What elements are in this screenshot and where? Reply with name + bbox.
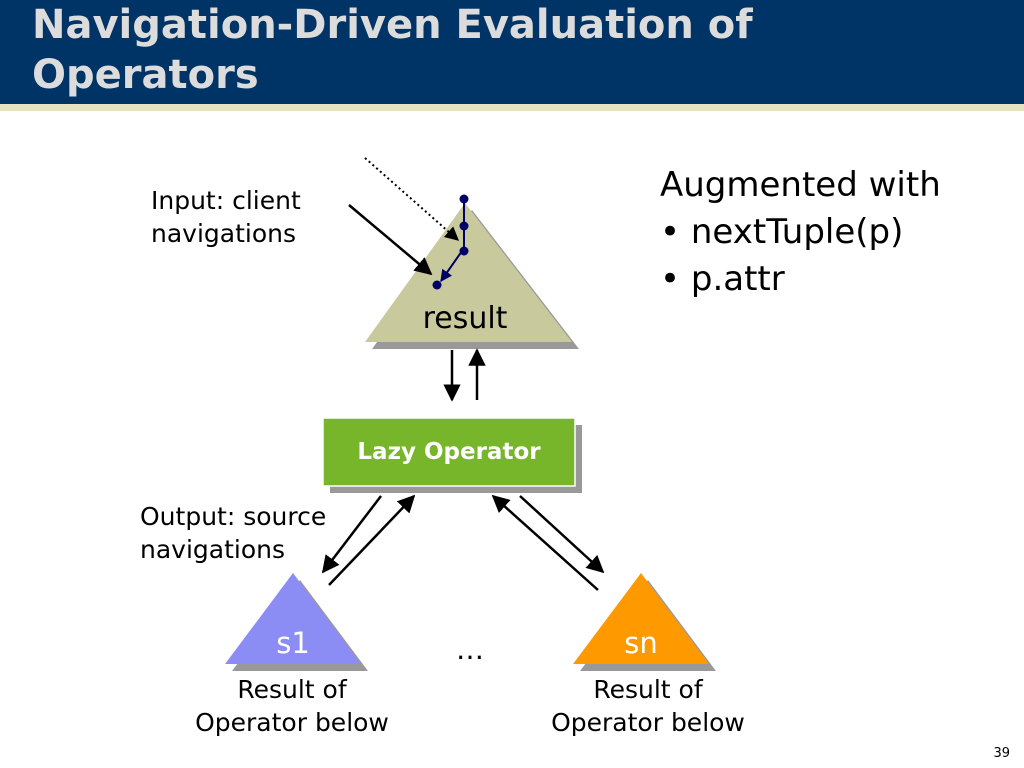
- arrow-from-s1: [328, 494, 416, 586]
- lazy-operator-label: Lazy Operator: [357, 439, 541, 465]
- lazy-operator-box: [322, 417, 576, 487]
- s1-triangle: [225, 573, 361, 664]
- navigation-node: [432, 280, 442, 290]
- augmented-list: nextTuple(p) p.attr: [660, 209, 941, 303]
- output-label: Output: source navigations: [140, 502, 327, 564]
- result-triangle: [365, 203, 572, 342]
- sn-triangle: [573, 573, 709, 664]
- dotted-navigation-arrow: [364, 157, 460, 241]
- arrow-to-s1: [321, 495, 382, 574]
- title-bar: [0, 0, 1024, 104]
- sn-caption: Result of Operator below: [551, 675, 745, 737]
- arrow-to-sn: [519, 495, 605, 574]
- augmented-item-next-tuple: nextTuple(p): [660, 209, 941, 256]
- title-rule: [0, 104, 1024, 111]
- navigation-node: [459, 246, 469, 256]
- navigation-node: [459, 194, 469, 204]
- augmented-item-attr: p.attr: [660, 256, 941, 303]
- augmented-block: Augmented with nextTuple(p) p.attr: [660, 162, 941, 303]
- s1-label: s1: [276, 626, 310, 660]
- input-label: Input: client navigations: [151, 186, 301, 248]
- ellipsis: …: [456, 633, 484, 666]
- sn-label: sn: [624, 626, 658, 660]
- navigation-node: [459, 221, 469, 231]
- s1-caption: Result of Operator below: [195, 675, 389, 737]
- result-label: result: [422, 301, 508, 336]
- augmented-heading: Augmented with: [660, 165, 941, 205]
- slide-title: Navigation-Driven Evaluation of Operator…: [32, 2, 753, 98]
- navigation-path: [432, 194, 469, 290]
- slide-number: 39: [993, 746, 1010, 761]
- input-navigation-arrow: [348, 204, 433, 276]
- arrow-from-sn: [491, 494, 599, 591]
